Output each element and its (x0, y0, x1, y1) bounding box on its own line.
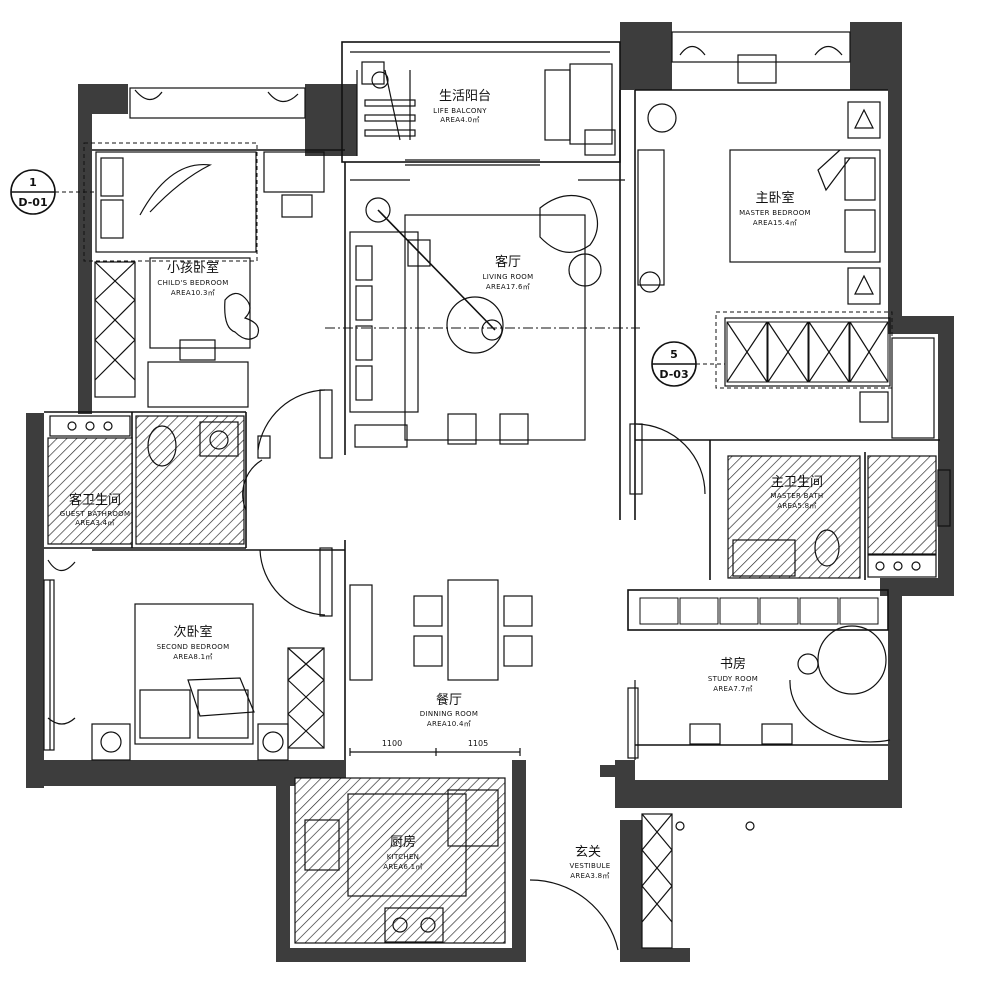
vestibule-area: AREA3.8㎡ (570, 872, 609, 880)
room-label-guest-bath: 客卫生间 GUEST BATHROOM AREA3.4㎡ (60, 492, 131, 527)
child-area: AREA10.3㎡ (171, 289, 215, 297)
room-label-vestibule: 玄关 VESTIBULE AREA3.8㎡ (570, 845, 611, 880)
master-bedroom-furniture (629, 31, 935, 495)
guest-bath-name-cn: 客卫生间 (69, 492, 121, 508)
living-area: AREA17.6㎡ (486, 283, 530, 291)
master-bath (727, 455, 951, 579)
room-label-second: 次卧室 SECOND BEDROOM AREA8.1㎡ (157, 624, 230, 661)
marker-left-number: 1 (29, 176, 37, 189)
study-name-cn: 书房 (720, 656, 746, 672)
second-name-cn: 次卧室 (173, 624, 212, 640)
room-label-balcony: 生活阳台 LIFE BALCONY AREA4.0㎡ (433, 89, 491, 124)
room-label-master-bath: 主卫生间 MASTER BATH AREA5.8㎡ (771, 475, 824, 510)
vestibule-name-cn: 玄关 (575, 845, 601, 860)
study-area: AREA7.7㎡ (713, 685, 752, 693)
dimension-1100: 1100 (382, 739, 402, 748)
master-bath-name-en: MASTER BATH (771, 492, 824, 500)
room-label-master: 主卧室 MASTER BEDROOM AREA15.4㎡ (739, 190, 811, 227)
balcony-name-en: LIFE BALCONY (433, 107, 487, 115)
section-marker-d01: 1 D-01 (10, 169, 95, 215)
vestibule-name-en: VESTIBULE (570, 862, 611, 870)
kitchen-name-cn: 厨房 (390, 834, 416, 850)
interior-walls (44, 41, 940, 760)
section-marker-d03: 5 D-03 (651, 341, 725, 387)
second-area: AREA8.1㎡ (173, 653, 212, 661)
marker-right-code: D-03 (659, 368, 688, 381)
room-label-kitchen: 厨房 KITCHEN AREA6.1㎡ (383, 834, 422, 871)
marker-right-number: 5 (670, 348, 678, 361)
dining-area: AREA10.4㎡ (427, 720, 471, 728)
kitchen-name-en: KITCHEN (387, 853, 419, 861)
balcony-area: AREA4.0㎡ (440, 116, 479, 124)
master-bath-area: AREA5.8㎡ (777, 502, 816, 510)
second-name-en: SECOND BEDROOM (157, 643, 230, 651)
guest-bath-area: AREA3.4㎡ (75, 519, 114, 527)
study-name-en: STUDY ROOM (708, 675, 758, 683)
exterior-walls (26, 22, 954, 962)
child-bedroom-furniture (83, 87, 325, 408)
kitchen-area: AREA6.1㎡ (383, 863, 422, 871)
study-shelf-cells (639, 597, 879, 625)
dining-name-cn: 餐厅 (436, 692, 462, 708)
living-name-cn: 客厅 (495, 254, 521, 270)
room-label-dining: 餐厅 DINNING ROOM AREA10.4㎡ (420, 692, 478, 728)
master-area: AREA15.4㎡ (753, 219, 797, 227)
marker-left-code: D-01 (18, 196, 47, 209)
kitchen (294, 748, 521, 944)
dining-furniture (349, 579, 533, 681)
dimension-1105: 1105 (468, 739, 488, 748)
living-room-furniture (257, 179, 640, 459)
master-name-cn: 主卧室 (755, 190, 794, 206)
room-label-child: 小孩卧室 CHILD'S BEDROOM AREA10.3㎡ (157, 260, 228, 297)
child-name-cn: 小孩卧室 (167, 260, 219, 276)
dining-name-en: DINNING ROOM (420, 710, 478, 718)
study-furniture (627, 597, 891, 759)
master-bath-name-cn: 主卫生间 (771, 475, 823, 490)
master-name-en: MASTER BEDROOM (739, 209, 811, 217)
balcony-name-cn: 生活阳台 (439, 89, 491, 104)
room-label-living: 客厅 LIVING ROOM AREA17.6㎡ (483, 254, 534, 291)
second-bedroom-furniture (43, 547, 333, 761)
room-label-study: 书房 STUDY ROOM AREA7.7㎡ (708, 656, 758, 693)
vestibule (529, 813, 755, 951)
child-name-en: CHILD'S BEDROOM (157, 279, 228, 287)
living-name-en: LIVING ROOM (483, 273, 534, 281)
guest-bathroom (47, 415, 271, 545)
guest-bath-name-en: GUEST BATHROOM (60, 510, 131, 518)
wardrobe-cells (726, 321, 889, 383)
balcony-fixtures (361, 61, 616, 166)
